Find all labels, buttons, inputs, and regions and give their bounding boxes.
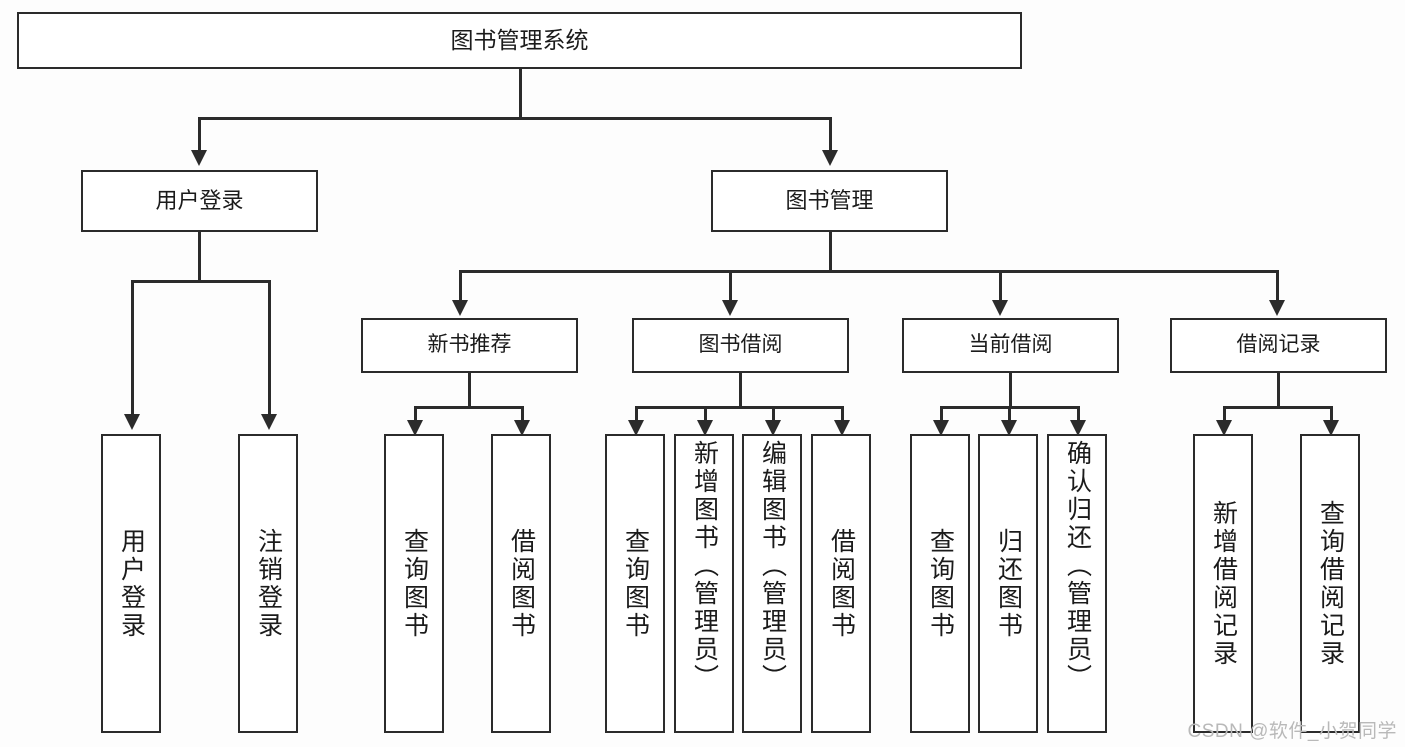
leaf-bb-edit-book[interactable]: 编辑图书（管理员） xyxy=(742,434,802,733)
arrowhead-bb-edit-book xyxy=(765,420,781,436)
node-root-library-management-system[interactable]: 图书管理系统 xyxy=(17,12,1022,69)
connector-drop-bb-edit-book xyxy=(772,406,775,428)
connector-drop-borrow-record xyxy=(1276,270,1279,302)
node-book-management[interactable]: 图书管理 xyxy=(711,170,948,232)
node-label: 借阅图书 xyxy=(507,527,536,640)
node-new-book-recommend[interactable]: 新书推荐 xyxy=(361,318,578,373)
connector-new-book-recommend-bus xyxy=(415,406,523,409)
connector-drop-nb-query-book xyxy=(414,406,417,428)
connector-drop-br-add-record xyxy=(1223,406,1226,428)
arrowhead-new-book-recommend xyxy=(452,300,468,316)
node-label: 当前借阅 xyxy=(968,333,1053,357)
leaf-user-login[interactable]: 用户登录 xyxy=(101,434,161,733)
connector-drop-current-borrow xyxy=(999,270,1002,302)
connector-level2-bus xyxy=(199,117,832,120)
arrowhead-borrow-record xyxy=(1269,300,1285,316)
leaf-br-query-record[interactable]: 查询借阅记录 xyxy=(1300,434,1360,733)
node-label: 注销登录 xyxy=(254,527,283,640)
arrowhead-bb-add-book xyxy=(697,420,713,436)
connector-level3-bus xyxy=(460,270,1279,273)
node-label: 图书管理系统 xyxy=(450,27,589,54)
connector-borrow-record-stem xyxy=(1277,373,1280,408)
arrowhead-br-add-record xyxy=(1216,420,1232,436)
leaf-cb-confirm-return[interactable]: 确认归还（管理员） xyxy=(1047,434,1107,733)
arrowhead-cb-return-book xyxy=(1001,420,1017,436)
connector-drop-leaf-user-login xyxy=(131,280,134,416)
node-label: 归还图书 xyxy=(994,527,1023,640)
arrowhead-cb-confirm-return xyxy=(1070,420,1086,436)
connector-borrow-record-bus xyxy=(1224,406,1332,409)
arrowhead-nb-borrow-book xyxy=(514,420,530,436)
leaf-bb-query-book[interactable]: 查询图书 xyxy=(605,434,665,733)
connector-user-login-bus xyxy=(132,280,270,283)
node-current-borrow[interactable]: 当前借阅 xyxy=(902,318,1119,373)
connector-drop-cb-confirm-return xyxy=(1077,406,1080,428)
connector-drop-nb-borrow-book xyxy=(521,406,524,428)
node-label: 查询图书 xyxy=(400,527,429,640)
connector-user-login-stem xyxy=(198,232,201,282)
connector-book-borrow-bus xyxy=(636,406,844,409)
leaf-bb-borrow-book[interactable]: 借阅图书 xyxy=(811,434,871,733)
node-label: 查询借阅记录 xyxy=(1316,499,1345,668)
connector-root-stem xyxy=(519,69,522,119)
connector-drop-bb-borrow-book xyxy=(841,406,844,428)
arrowhead-user-login xyxy=(191,150,207,166)
node-label: 图书借阅 xyxy=(698,333,783,357)
node-borrow-record[interactable]: 借阅记录 xyxy=(1170,318,1387,373)
connector-current-borrow-stem xyxy=(1009,373,1012,408)
node-book-borrow[interactable]: 图书借阅 xyxy=(632,318,849,373)
connector-drop-cb-return-book xyxy=(1008,406,1011,428)
node-label: 新增借阅记录 xyxy=(1209,499,1238,668)
leaf-nb-query-book[interactable]: 查询图书 xyxy=(384,434,444,733)
node-label: 编辑图书（管理员） xyxy=(758,440,787,692)
node-label: 借阅图书 xyxy=(827,527,856,640)
leaf-cb-query-book[interactable]: 查询图书 xyxy=(910,434,970,733)
connector-drop-user-login xyxy=(198,117,201,152)
node-user-login[interactable]: 用户登录 xyxy=(81,170,318,232)
leaf-cb-return-book[interactable]: 归还图书 xyxy=(978,434,1038,733)
node-label: 确认归还（管理员） xyxy=(1063,440,1092,692)
leaf-br-add-record[interactable]: 新增借阅记录 xyxy=(1193,434,1253,733)
node-label: 新增图书（管理员） xyxy=(690,440,719,692)
connector-new-book-recommend-stem xyxy=(468,373,471,408)
node-label: 用户登录 xyxy=(117,527,146,640)
arrowhead-bb-query-book xyxy=(628,420,644,436)
connector-drop-leaf-logout xyxy=(268,280,271,416)
arrowhead-br-query-record xyxy=(1323,420,1339,436)
arrowhead-leaf-logout xyxy=(261,414,277,430)
arrowhead-book-borrow xyxy=(722,300,738,316)
node-label: 图书管理 xyxy=(785,188,874,214)
connector-drop-cb-query-book xyxy=(940,406,943,428)
leaf-nb-borrow-book[interactable]: 借阅图书 xyxy=(491,434,551,733)
arrowhead-book-management xyxy=(822,150,838,166)
connector-drop-book-borrow xyxy=(729,270,732,302)
node-label: 查询图书 xyxy=(621,527,650,640)
node-label: 借阅记录 xyxy=(1236,333,1321,357)
node-label: 查询图书 xyxy=(926,527,955,640)
node-label: 新书推荐 xyxy=(427,333,512,357)
leaf-logout[interactable]: 注销登录 xyxy=(238,434,298,733)
connector-drop-br-query-record xyxy=(1330,406,1333,428)
connector-book-management-stem xyxy=(829,232,832,272)
arrowhead-cb-query-book xyxy=(933,420,949,436)
arrowhead-bb-borrow-book xyxy=(834,420,850,436)
arrowhead-nb-query-book xyxy=(407,420,423,436)
connector-drop-bb-query-book xyxy=(635,406,638,428)
connector-drop-book-management xyxy=(829,117,832,152)
arrowhead-leaf-user-login xyxy=(124,414,140,430)
connector-book-borrow-stem xyxy=(739,373,742,408)
leaf-bb-add-book[interactable]: 新增图书（管理员） xyxy=(674,434,734,733)
connector-drop-new-book-recommend xyxy=(459,270,462,302)
node-label: 用户登录 xyxy=(155,188,244,214)
arrowhead-current-borrow xyxy=(992,300,1008,316)
connector-drop-bb-add-book xyxy=(704,406,707,428)
